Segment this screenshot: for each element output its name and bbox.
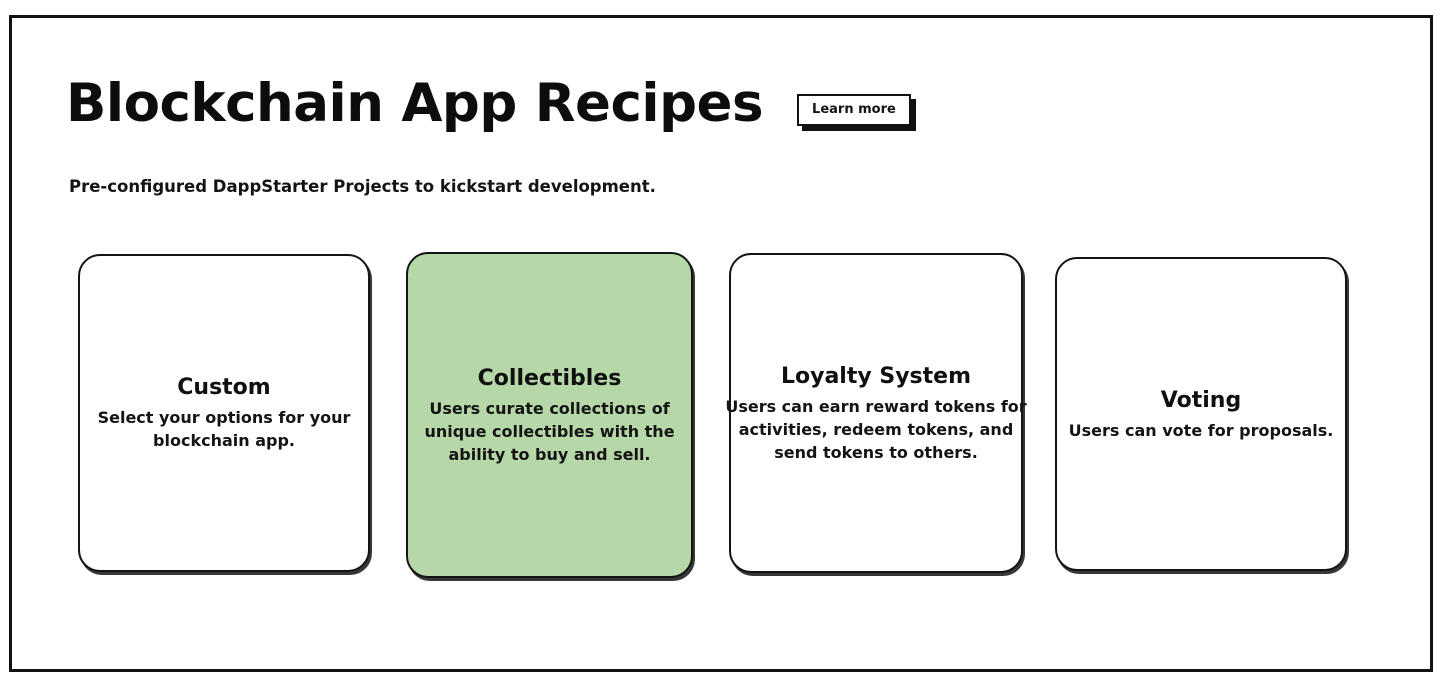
card-title: Loyalty System [780, 363, 972, 389]
card-description: Users can earn reward tokens for activit… [725, 396, 1027, 462]
app-frame: Blockchain App Recipes Learn more Pre-co… [9, 15, 1433, 672]
card-content: Custom Select your options for your bloc… [74, 374, 374, 452]
recipe-card-collectibles[interactable]: Collectibles Users curate collections of… [406, 252, 693, 578]
page-title: Blockchain App Recipes [66, 73, 764, 134]
card-description: Users curate collections of unique colle… [424, 398, 675, 464]
card-content: Loyalty System Users can earn reward tok… [722, 363, 1029, 464]
header: Blockchain App Recipes Learn more [66, 64, 911, 144]
card-content: Voting Users can vote for proposals. [1051, 387, 1351, 442]
card-title: Voting [1160, 387, 1242, 413]
card-title: Custom [177, 375, 271, 400]
recipe-card-voting[interactable]: Voting Users can vote for proposals. [1055, 257, 1347, 571]
recipe-card-custom[interactable]: Custom Select your options for your bloc… [78, 254, 370, 572]
learn-more-button[interactable]: Learn more [797, 94, 911, 126]
card-title: Collectibles [477, 365, 622, 391]
card-description: Select your options for your blockchain … [97, 408, 351, 450]
card-description: Users can vote for proposals. [1068, 420, 1334, 440]
card-content: Collectibles Users curate collections of… [397, 365, 703, 466]
page-subtitle: Pre-configured DappStarter Projects to k… [69, 177, 656, 196]
recipe-card-loyalty-system[interactable]: Loyalty System Users can earn reward tok… [725, 253, 1027, 573]
